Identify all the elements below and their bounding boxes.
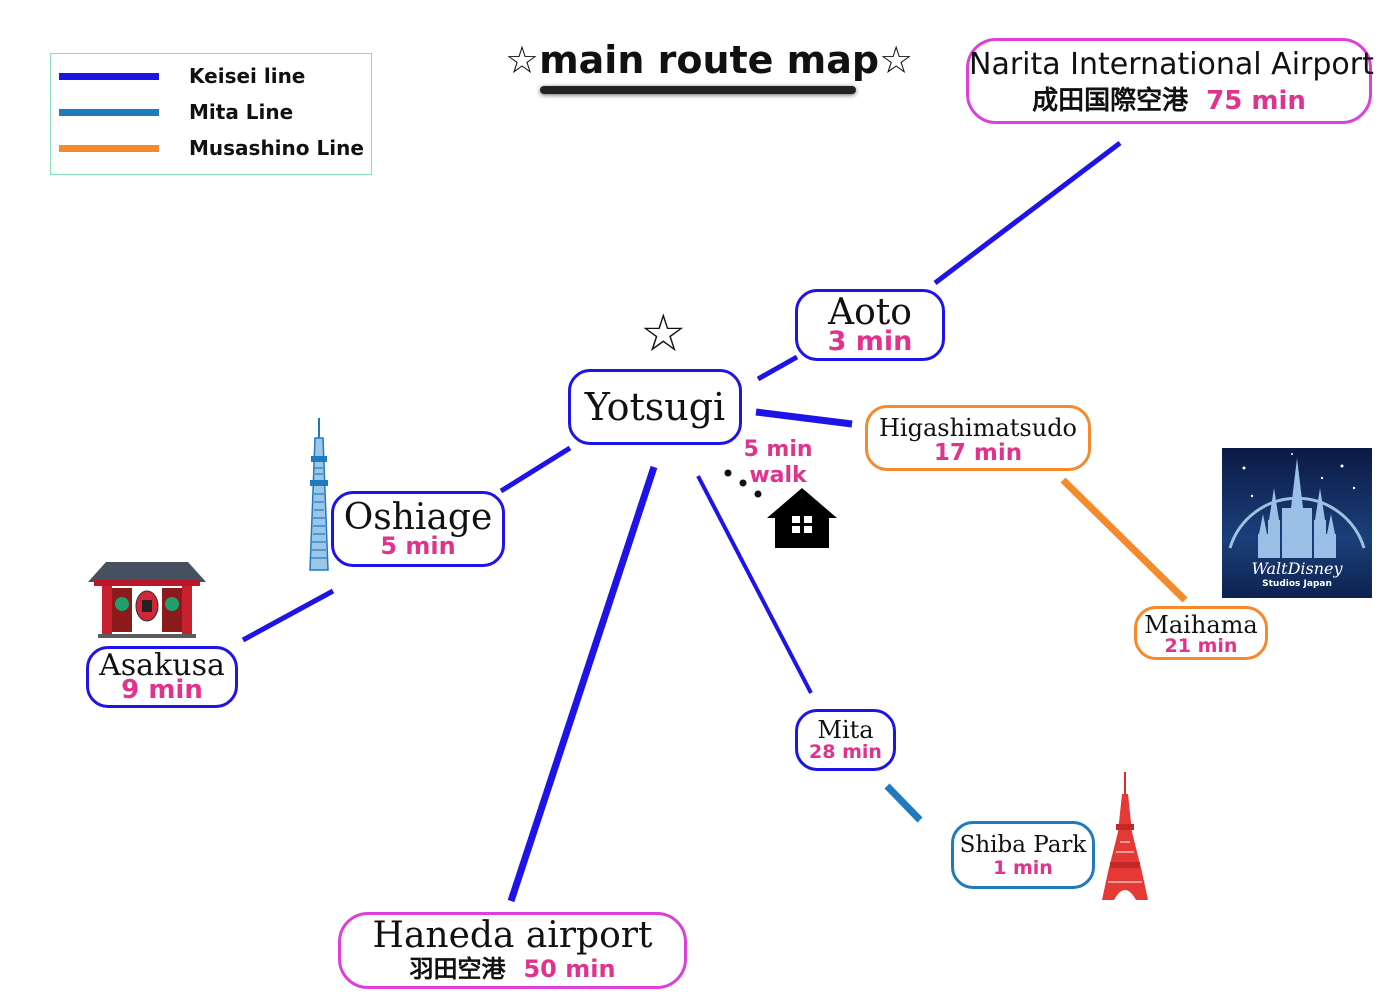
line-mita-shiba (884, 783, 923, 823)
line-yotsugi-mita (696, 475, 813, 694)
station-mita[interactable]: Mita 28 min (795, 709, 896, 771)
walk-dot (754, 490, 762, 498)
legend-item-mita: Mita Line (59, 100, 294, 124)
kaminarimon-gate-icon (88, 562, 206, 638)
legend-label: Keisei line (189, 64, 306, 88)
walk-dot (724, 469, 732, 477)
mita-swatch (59, 108, 159, 116)
station-asakusa[interactable]: Asakusa 9 min (86, 646, 238, 708)
line-oshiage-asakusa (241, 588, 335, 643)
walk-dot (739, 479, 747, 487)
station-name: Maihama (1144, 611, 1258, 639)
station-time: 9 min (121, 675, 203, 705)
station-name: Narita International Airport (969, 47, 1374, 82)
line-aoto-narita (933, 141, 1122, 285)
walk-time: 5 min (743, 437, 813, 462)
station-oshiage[interactable]: Oshiage 5 min (331, 491, 505, 567)
station-name: Shiba Park (959, 832, 1087, 858)
legend-item-musashino: Musashino Line (59, 136, 364, 160)
musashino-swatch (59, 144, 159, 152)
station-time: 3 min (827, 326, 913, 357)
line-yotsugi-haneda (507, 465, 658, 903)
title-underline (540, 86, 856, 94)
station-aoto[interactable]: Aoto 3 min (795, 289, 945, 361)
line-higashimatsudo-maihama (1060, 477, 1188, 603)
station-haneda[interactable]: Haneda airport 羽田空港 50 min (338, 912, 687, 989)
legend-item-keisei: Keisei line (59, 64, 306, 88)
station-name: Asakusa (99, 648, 225, 683)
disney-brand-text: WaltDisney (1251, 559, 1343, 578)
disney-castle-image: WaltDisney Studios Japan (1222, 448, 1372, 598)
skytree-icon (309, 418, 329, 571)
map-title: ☆main route map☆ (505, 38, 914, 82)
line-yotsugi-higashimatsudo (755, 408, 853, 428)
station-time: 1 min (993, 857, 1053, 879)
walk-note: 5 min walk (740, 437, 816, 489)
keisei-swatch (59, 72, 159, 80)
station-time: 5 min (380, 532, 456, 560)
station-time: 28 min (809, 741, 882, 763)
station-name: Yotsugi (584, 385, 726, 429)
station-kanji: 成田国際空港 (1032, 86, 1189, 116)
station-time: 17 min (933, 440, 1023, 466)
legend-label: Musashino Line (189, 136, 364, 160)
station-higashimatsudo[interactable]: Higashimatsudo 17 min (865, 405, 1091, 471)
station-maihama[interactable]: Maihama 21 min (1134, 606, 1268, 660)
disney-subtitle-text: Studios Japan (1262, 579, 1332, 589)
station-narita[interactable]: Narita International Airport 成田国際空港 75 mi… (966, 38, 1374, 124)
legend: Keisei line Mita Line Musashino Line (50, 53, 372, 175)
station-time: 成田国際空港 75 min (969, 88, 1369, 114)
station-kanji: 羽田空港 (409, 955, 506, 983)
line-yotsugi-aoto (756, 354, 799, 382)
station-time: 21 min (1164, 635, 1238, 657)
star-icon: ☆ (640, 304, 687, 364)
station-yotsugi[interactable]: Yotsugi (568, 369, 742, 445)
station-name: Aoto (828, 292, 912, 333)
legend-label: Mita Line (189, 100, 294, 124)
house-icon (767, 488, 837, 548)
line-yotsugi-oshiage (499, 445, 572, 494)
time-value: 50 min (523, 955, 616, 983)
station-name: Higashimatsudo (878, 414, 1078, 442)
tokyo-tower-icon (1102, 772, 1148, 900)
station-name: Haneda airport (372, 915, 653, 956)
walk-label: walk (749, 463, 807, 488)
station-shiba-park[interactable]: Shiba Park 1 min (951, 821, 1095, 889)
time-value: 75 min (1206, 86, 1306, 116)
station-name: Mita (817, 716, 874, 744)
station-name: Oshiage (343, 497, 493, 538)
station-time: 羽田空港 50 min (341, 957, 684, 981)
